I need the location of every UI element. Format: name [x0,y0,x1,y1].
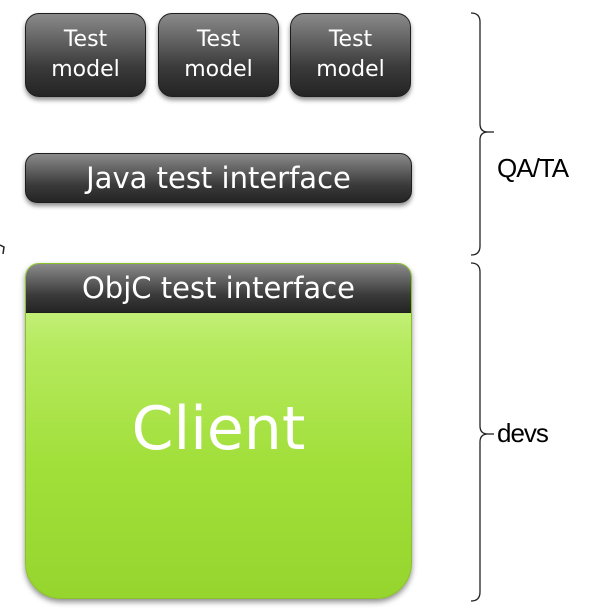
test-model-1-line2: model [51,57,120,82]
client-block: ObjC test interface Client [25,263,412,599]
devs-label: devs [497,418,549,448]
qa-ta-label: QA/TA [497,153,569,183]
test-model-2-line1: Test [196,27,241,52]
client-label: Client [131,394,306,464]
tick-mark-icon [0,244,5,255]
qa-brace-icon [470,12,494,256]
java-test-interface-bar: Java test interface [25,153,412,203]
test-model-3-line1: Test [328,27,373,52]
java-test-interface-label: Java test interface [86,161,351,195]
objc-test-interface-bar: ObjC test interface [26,264,411,313]
test-model-3-line2: model [316,57,385,82]
test-model-1-line1: Test [63,27,108,52]
test-model-box-2: Test model [158,13,279,97]
devs-brace-icon [470,262,494,602]
test-model-2-line2: model [184,57,253,82]
test-model-box-1: Test model [25,13,146,97]
objc-test-interface-label: ObjC test interface [81,271,355,305]
test-model-box-3: Test model [290,13,411,97]
